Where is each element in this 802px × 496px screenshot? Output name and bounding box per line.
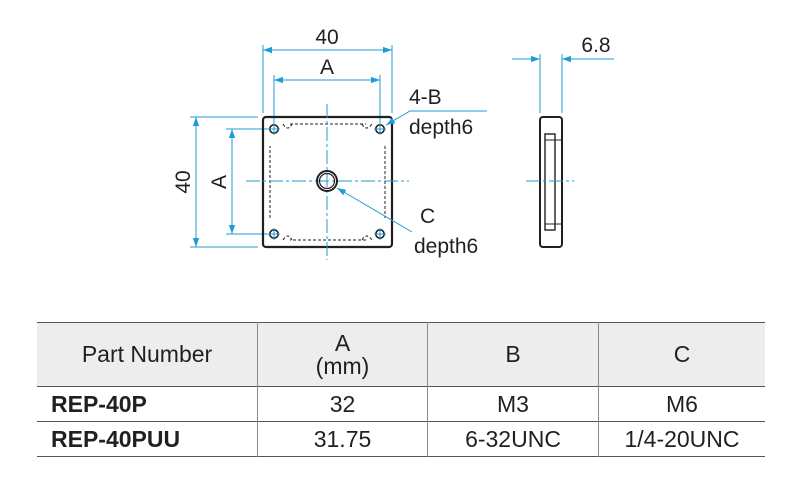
technical-drawing: 40 A 40 A 4-B depth6 C depth6 6.8	[172, 26, 614, 260]
label-hole-c-depth: depth6	[414, 235, 478, 258]
cell-c: 1/4-20UNC	[598, 421, 765, 457]
side-view: 6.8	[512, 34, 614, 248]
side-outline	[539, 116, 563, 248]
specification-table: Part Number A (mm) B C REP-40P 32 M3 M6 …	[37, 322, 765, 457]
label-holes-b: 4-B	[409, 86, 442, 109]
corner-holes	[268, 123, 386, 240]
leader-holes-b	[385, 110, 487, 126]
dim-text-left-overall: 40	[172, 170, 195, 193]
header-a-unit: (mm)	[315, 352, 370, 379]
side-recess	[544, 133, 556, 231]
table-row: REP-40P 32 M3 M6	[37, 386, 765, 422]
dim-text-thickness: 6.8	[581, 34, 610, 57]
cell-part-number: REP-40P	[51, 390, 147, 417]
label-holes-b-depth: depth6	[409, 116, 473, 139]
label-hole-c: C	[420, 205, 435, 228]
table-row: REP-40PUU 31.75 6-32UNC 1/4-20UNC	[37, 421, 765, 457]
center-hole	[316, 170, 338, 192]
cell-a: 32	[257, 386, 428, 422]
cell-part-number: REP-40PUU	[51, 425, 181, 452]
dim-text-top-a: A	[320, 56, 334, 79]
cell-c: M6	[598, 386, 765, 422]
header-part-number: Part Number	[37, 322, 258, 387]
dim-text-left-a: A	[208, 175, 231, 189]
header-a: A (mm)	[257, 322, 428, 387]
header-a-name: A	[334, 329, 351, 356]
table-header-row: Part Number A (mm) B C	[37, 322, 765, 387]
cell-b: 6-32UNC	[427, 421, 599, 457]
leader-hole-c	[336, 187, 413, 233]
header-c: C	[598, 322, 765, 387]
cell-b: M3	[427, 386, 599, 422]
front-view: 40 A 40 A 4-B depth6 C depth6	[172, 26, 487, 260]
dim-text-top-overall: 40	[315, 26, 338, 49]
cell-a: 31.75	[257, 421, 428, 457]
header-b: B	[427, 322, 599, 387]
